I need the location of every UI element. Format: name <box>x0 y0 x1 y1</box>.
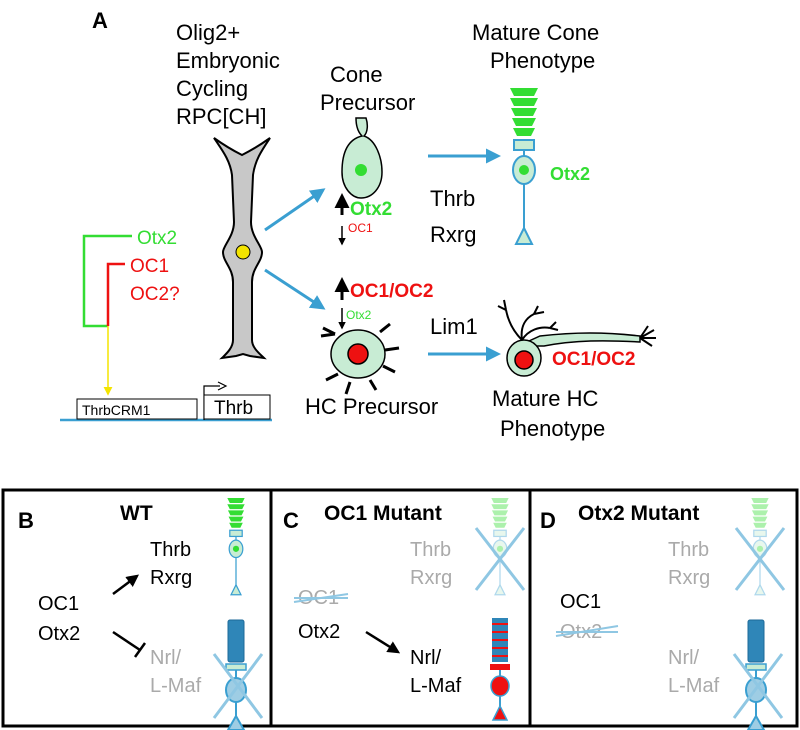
hc-down-label: Otx2 <box>346 308 372 322</box>
oc1-input-line <box>106 262 125 326</box>
panel-c-reg-otx2: Otx2 <box>298 621 340 643</box>
panel-c-target-rxrg: Rxrg <box>410 567 452 589</box>
panel-a-letter: A <box>92 8 108 33</box>
panel-c-target-thrb: Thrb <box>410 539 451 561</box>
crm-label: ThrbCRM1 <box>82 402 151 418</box>
cone-precursor-nucleus <box>355 164 367 176</box>
cone-precursor-line1: Cone <box>330 62 383 87</box>
rpc-label-line1: Olig2+ <box>176 20 240 45</box>
panel-d-target-nrl: Nrl/ <box>668 647 700 669</box>
mature-cone-marker: Otx2 <box>550 164 590 184</box>
panel-d-strike-2 <box>555 625 619 637</box>
mature-hc-cell <box>497 299 656 377</box>
rpc-label-line3: Cycling <box>176 76 248 101</box>
mature-cone-label-line2: Phenotype <box>490 48 595 73</box>
hc-up-label: OC1/OC2 <box>350 281 433 302</box>
gene-box <box>203 394 271 420</box>
otx2-input-line <box>82 234 132 328</box>
panel-c-letter: C <box>283 508 299 533</box>
panel-c-title: OC1 Mutant <box>324 502 442 525</box>
panel-b-reg-oc1: OC1 <box>38 593 79 615</box>
panel-b-reg-otx2: Otx2 <box>38 623 80 645</box>
mature-cone-label-line1: Mature Cone <box>472 20 599 45</box>
panel-d-target-rxrg: Rxrg <box>668 567 710 589</box>
panel-c: C OC1 Mutant Thrb Rxrg OC1 Otx2 Nrl/ L-M… <box>283 497 526 721</box>
cone-precursor-line2: Precursor <box>320 90 415 115</box>
panel-b-target-rxrg: Rxrg <box>150 567 192 589</box>
panel-d-cone-icon <box>750 497 770 596</box>
panel-c-target-nrl: Nrl/ <box>410 647 442 669</box>
mature-hc-label-line1: Mature HC <box>492 386 598 411</box>
mature-cone-cell <box>509 87 539 245</box>
cone-down-label: OC1 <box>348 221 373 235</box>
panel-b-target-thrb: Thrb <box>150 539 191 561</box>
hc-precursor-cell <box>320 322 400 395</box>
cone-up-label: Otx2 <box>350 199 392 220</box>
bottom-panels-frame <box>1 488 799 728</box>
panel-c-target-lmaf: L-Maf <box>410 675 462 697</box>
panel-b-cone-icon <box>226 497 246 596</box>
panel-c-cone-icon <box>490 497 510 596</box>
panel-b: B WT Thrb Rxrg OC1 Otx2 Nrl/ L-Maf <box>18 497 264 730</box>
crm-input-otx2: Otx2 <box>137 228 177 249</box>
panel-b-letter: B <box>18 508 34 533</box>
panel-c-cone-cross <box>474 527 526 591</box>
panel-b-rod-cross <box>212 653 264 719</box>
mature-hc-label-line2: Phenotype <box>500 416 605 441</box>
panel-d-letter: D <box>540 508 556 533</box>
panel-c-activate-arrow <box>365 630 401 654</box>
panel-b-repress-line <box>112 630 141 652</box>
panel-d-target-lmaf: L-Maf <box>668 675 720 697</box>
hc-precursor-label: HC Precursor <box>305 394 438 419</box>
panel-d-target-thrb: Thrb <box>668 539 709 561</box>
panel-d: D Otx2 Mutant Thrb Rxrg OC1 Otx2 Nrl/ L-… <box>540 497 786 730</box>
panel-d-title: Otx2 Mutant <box>578 502 699 525</box>
panel-d-reg-oc1: OC1 <box>560 591 601 613</box>
rpc-label-line2: Embryonic <box>176 48 280 73</box>
panel-b-title: WT <box>120 502 153 525</box>
cone-precursor-cell <box>341 117 383 199</box>
cone-factor-rxrg: Rxrg <box>430 222 476 247</box>
panel-b-activate-arrow <box>112 574 139 595</box>
arrow-rpc-to-hc <box>264 268 326 310</box>
panel-b-target-lmaf: L-Maf <box>150 675 202 697</box>
panel-c-rod-icon <box>490 618 510 721</box>
panel-d-rod-cross <box>732 653 784 719</box>
panel-c-strike-2 <box>293 593 349 603</box>
cone-factor-thrb: Thrb <box>430 186 475 211</box>
mature-hc-marker: OC1/OC2 <box>552 349 635 370</box>
arrow-rpc-to-cone <box>264 188 326 232</box>
panel-b-target-nrl: Nrl/ <box>150 647 182 669</box>
crm-input-oc2: OC2? <box>130 284 180 305</box>
gene-label: Thrb <box>214 398 253 419</box>
rpc-label-line4: RPC[CH] <box>176 104 266 129</box>
hc-factor-lim1: Lim1 <box>430 314 478 339</box>
crm-box <box>76 398 198 420</box>
rpc-nucleus <box>235 244 251 260</box>
crm-input-oc1: OC1 <box>130 256 169 277</box>
panel-d-cone-cross <box>734 527 786 591</box>
